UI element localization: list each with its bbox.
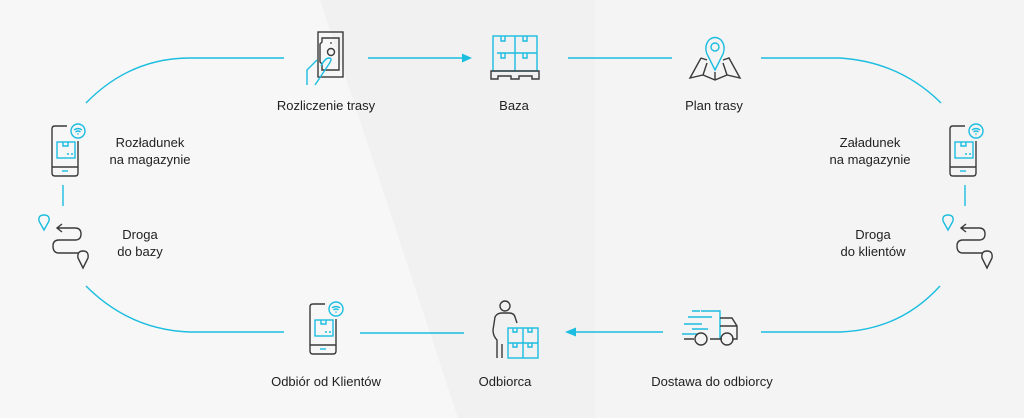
mobile-scanner-icon [947, 123, 991, 184]
route-icon [35, 213, 93, 276]
step-label-dostawa: Dostawa do odbiorcy [651, 374, 773, 389]
connector-odbior-droga [85, 285, 284, 333]
map-pin-icon [687, 34, 743, 87]
connector-plan-zaladunek [761, 57, 942, 104]
step-label-droga-klienci-line1: Droga [855, 227, 891, 242]
step-label-zaladunek-line2: na magazynie [829, 152, 911, 167]
connector-rozladunek-rozliczenie [85, 57, 284, 104]
background-right-panel [595, 0, 1024, 418]
person-boxes-icon [490, 300, 540, 365]
step-label-rozladunek-line2: na magazynie [109, 152, 191, 167]
pallet-boxes-icon [490, 33, 540, 86]
step-label-odbior: Odbiór od Klientów [271, 374, 381, 389]
arrowhead-odbiorca [565, 327, 576, 337]
step-label-droga-baza-line1: Droga [122, 227, 158, 242]
background-band [320, 0, 595, 418]
delivery-truck-icon [682, 306, 744, 355]
arrowhead-baza [462, 53, 472, 63]
step-label-baza: Baza [499, 98, 529, 113]
route-icon [939, 213, 997, 276]
step-label-droga-baza-line2: do bazy [117, 244, 163, 259]
step-label-rozliczenie: Rozliczenie trasy [276, 98, 376, 113]
mobile-scanner-icon [49, 123, 93, 184]
step-label-zaladunek-line1: Załadunek [839, 135, 901, 150]
card-payment-icon [303, 30, 347, 93]
step-label-droga-klienci-line2: do klientów [840, 244, 906, 259]
step-label-rozladunek-line1: Rozładunek [115, 135, 185, 150]
step-label-odbiorca: Odbiorca [478, 374, 532, 389]
connector-droga-dostawa [761, 285, 941, 333]
mobile-scanner-icon [307, 301, 351, 362]
step-label-plan: Plan trasy [685, 98, 743, 113]
